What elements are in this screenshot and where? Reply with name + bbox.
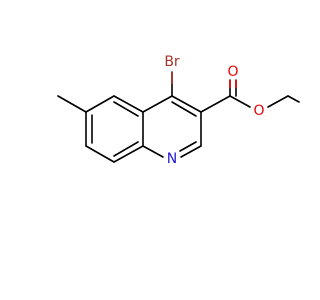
bond-c2-n-inner — [179, 141, 197, 152]
bond-methyl — [57, 95, 87, 113]
bond-c8-c8a-inner — [113, 141, 139, 157]
molecule-diagram: Br N O O — [57, 54, 300, 167]
bond-c2-n — [180, 145, 202, 158]
bond-ccarbonyl-oester — [229, 95, 251, 108]
atom-n-label: N — [167, 151, 177, 167]
bond-c4-c3-inner — [171, 101, 197, 117]
bond-oester-ch2 — [267, 95, 289, 108]
bond-c8-c8a — [113, 145, 144, 163]
structure-canvas: Br N O O — [57, 54, 300, 167]
bond-c4-c3 — [171, 95, 202, 113]
bond-c4a-c4 — [142, 95, 173, 113]
atom-o-carbonyl-label: O — [227, 64, 238, 80]
atom-o-ester-label: O — [253, 103, 264, 119]
bond-ch2-ch3 — [287, 95, 300, 103]
bond-c4a-c5-inner — [113, 101, 139, 117]
bond-c5-c6 — [85, 95, 115, 113]
bond-c7-c8 — [85, 145, 115, 163]
bond-c3-ccarbonyl — [200, 95, 231, 113]
bond-n-c8a — [142, 145, 164, 158]
bond-c4a-c5 — [113, 95, 144, 113]
atom-br-label: Br — [164, 54, 180, 70]
